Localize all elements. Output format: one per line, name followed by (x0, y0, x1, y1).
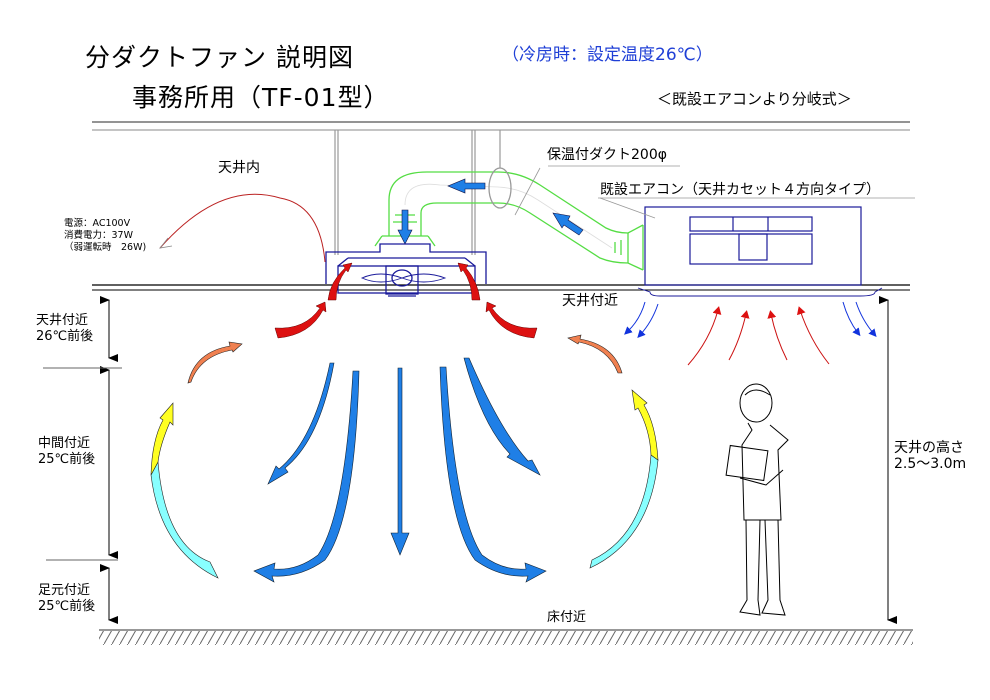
power-cord (159, 193, 326, 263)
zone-ceiling-name: 天井付近 (36, 313, 89, 328)
zone-middle-name: 中間付近 (38, 436, 91, 451)
hanging-rods (334, 130, 501, 255)
zone-ceiling-temp: 26℃前後 (36, 329, 94, 344)
duct-label: 保温付ダクト200φ (547, 147, 667, 163)
existing-ac-label: 既設エアコン（天井カセット４方向タイプ） (600, 182, 880, 198)
cassette-air-conditioner (637, 206, 883, 297)
ceiling-board (92, 284, 910, 291)
ac-return-arrows (687, 306, 830, 366)
office-worker-figure (725, 383, 789, 616)
method-note: ＜既設エアコンより分岐式＞ (657, 90, 852, 108)
near-ceiling-label: 天井付近 (562, 293, 618, 309)
power-consumption: 消費電力：37W (64, 230, 133, 241)
ceiling-space-label: 天井内 (218, 160, 260, 176)
duct-clamp (488, 167, 512, 209)
power-source: 電源：AC100V (64, 218, 131, 229)
fan-intake-arrows (274, 262, 538, 339)
ceiling-height-value: 2.5～3.0m (894, 456, 967, 472)
power-low-mode: （弱運転時 26W) (64, 242, 147, 253)
title-line1: 分ダクトファン 説明図 (85, 43, 354, 72)
near-floor-label: 床付近 (547, 610, 587, 625)
ceiling-height-title: 天井の高さ (894, 440, 964, 456)
floor (99, 629, 913, 645)
cool-air-downflow (253, 357, 547, 583)
duct-leader-line (514, 167, 541, 216)
recirculation-left (150, 341, 243, 579)
condition-note: （冷房時：設定温度26℃） (502, 45, 713, 65)
title-line2: 事務所用（TF-01型） (132, 83, 390, 112)
zone-floor-name: 足元付近 (38, 583, 91, 598)
zone-dimensions (43, 296, 122, 624)
zone-floor-temp: 25℃前後 (38, 599, 96, 614)
zone-middle-temp: 25℃前後 (38, 452, 96, 467)
power-spec: 電源：AC100V 消費電力：37W （弱運転時 26W) (64, 218, 146, 254)
ceiling-slab (92, 121, 910, 131)
duct-airflow-arrows (397, 178, 584, 245)
ac-supply-arrows (624, 301, 877, 338)
recirculation-right (567, 334, 659, 569)
